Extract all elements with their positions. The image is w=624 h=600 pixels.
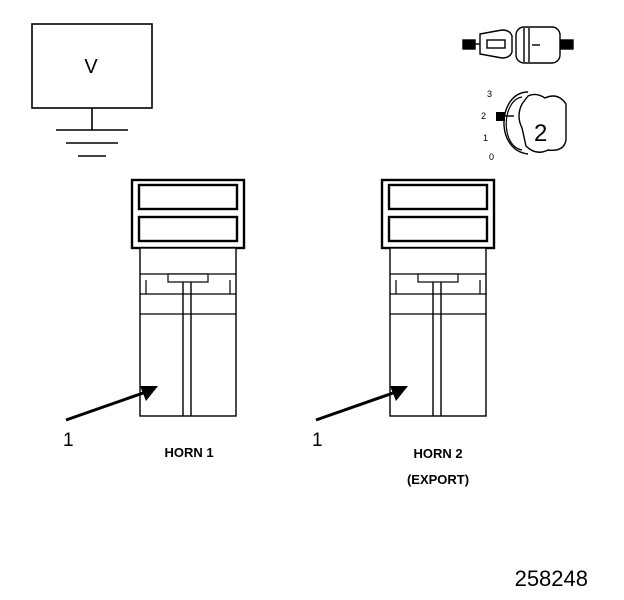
callout-arrow-horn-1 <box>65 386 158 422</box>
horn-1-connector <box>130 178 246 417</box>
callout-number-horn-2: 1 <box>312 430 323 451</box>
callout-number-horn-1: 1 <box>63 430 74 451</box>
switch-position-2: 2 <box>481 111 486 121</box>
switch-position-1: 1 <box>483 133 488 143</box>
voltmeter-symbol: V <box>84 56 98 78</box>
horn-2-connector <box>380 178 496 417</box>
horn-2-sublabel: (EXPORT) <box>407 472 469 487</box>
switch-position-3: 3 <box>487 89 492 99</box>
callout-arrow-horn-2 <box>315 386 408 422</box>
switch-selected-value: 2 <box>534 120 547 147</box>
ground-icon <box>56 108 128 157</box>
switch-position-0: 0 <box>489 152 494 162</box>
voltmeter: V <box>31 23 153 157</box>
figure-number: 258248 <box>515 566 588 591</box>
horn-1-label: HORN 1 <box>164 445 213 460</box>
connector-plug-icon <box>462 26 574 64</box>
rotary-switch-icon: 3 2 1 0 2 <box>481 89 567 162</box>
horn-2-label: HORN 2 <box>413 446 462 461</box>
